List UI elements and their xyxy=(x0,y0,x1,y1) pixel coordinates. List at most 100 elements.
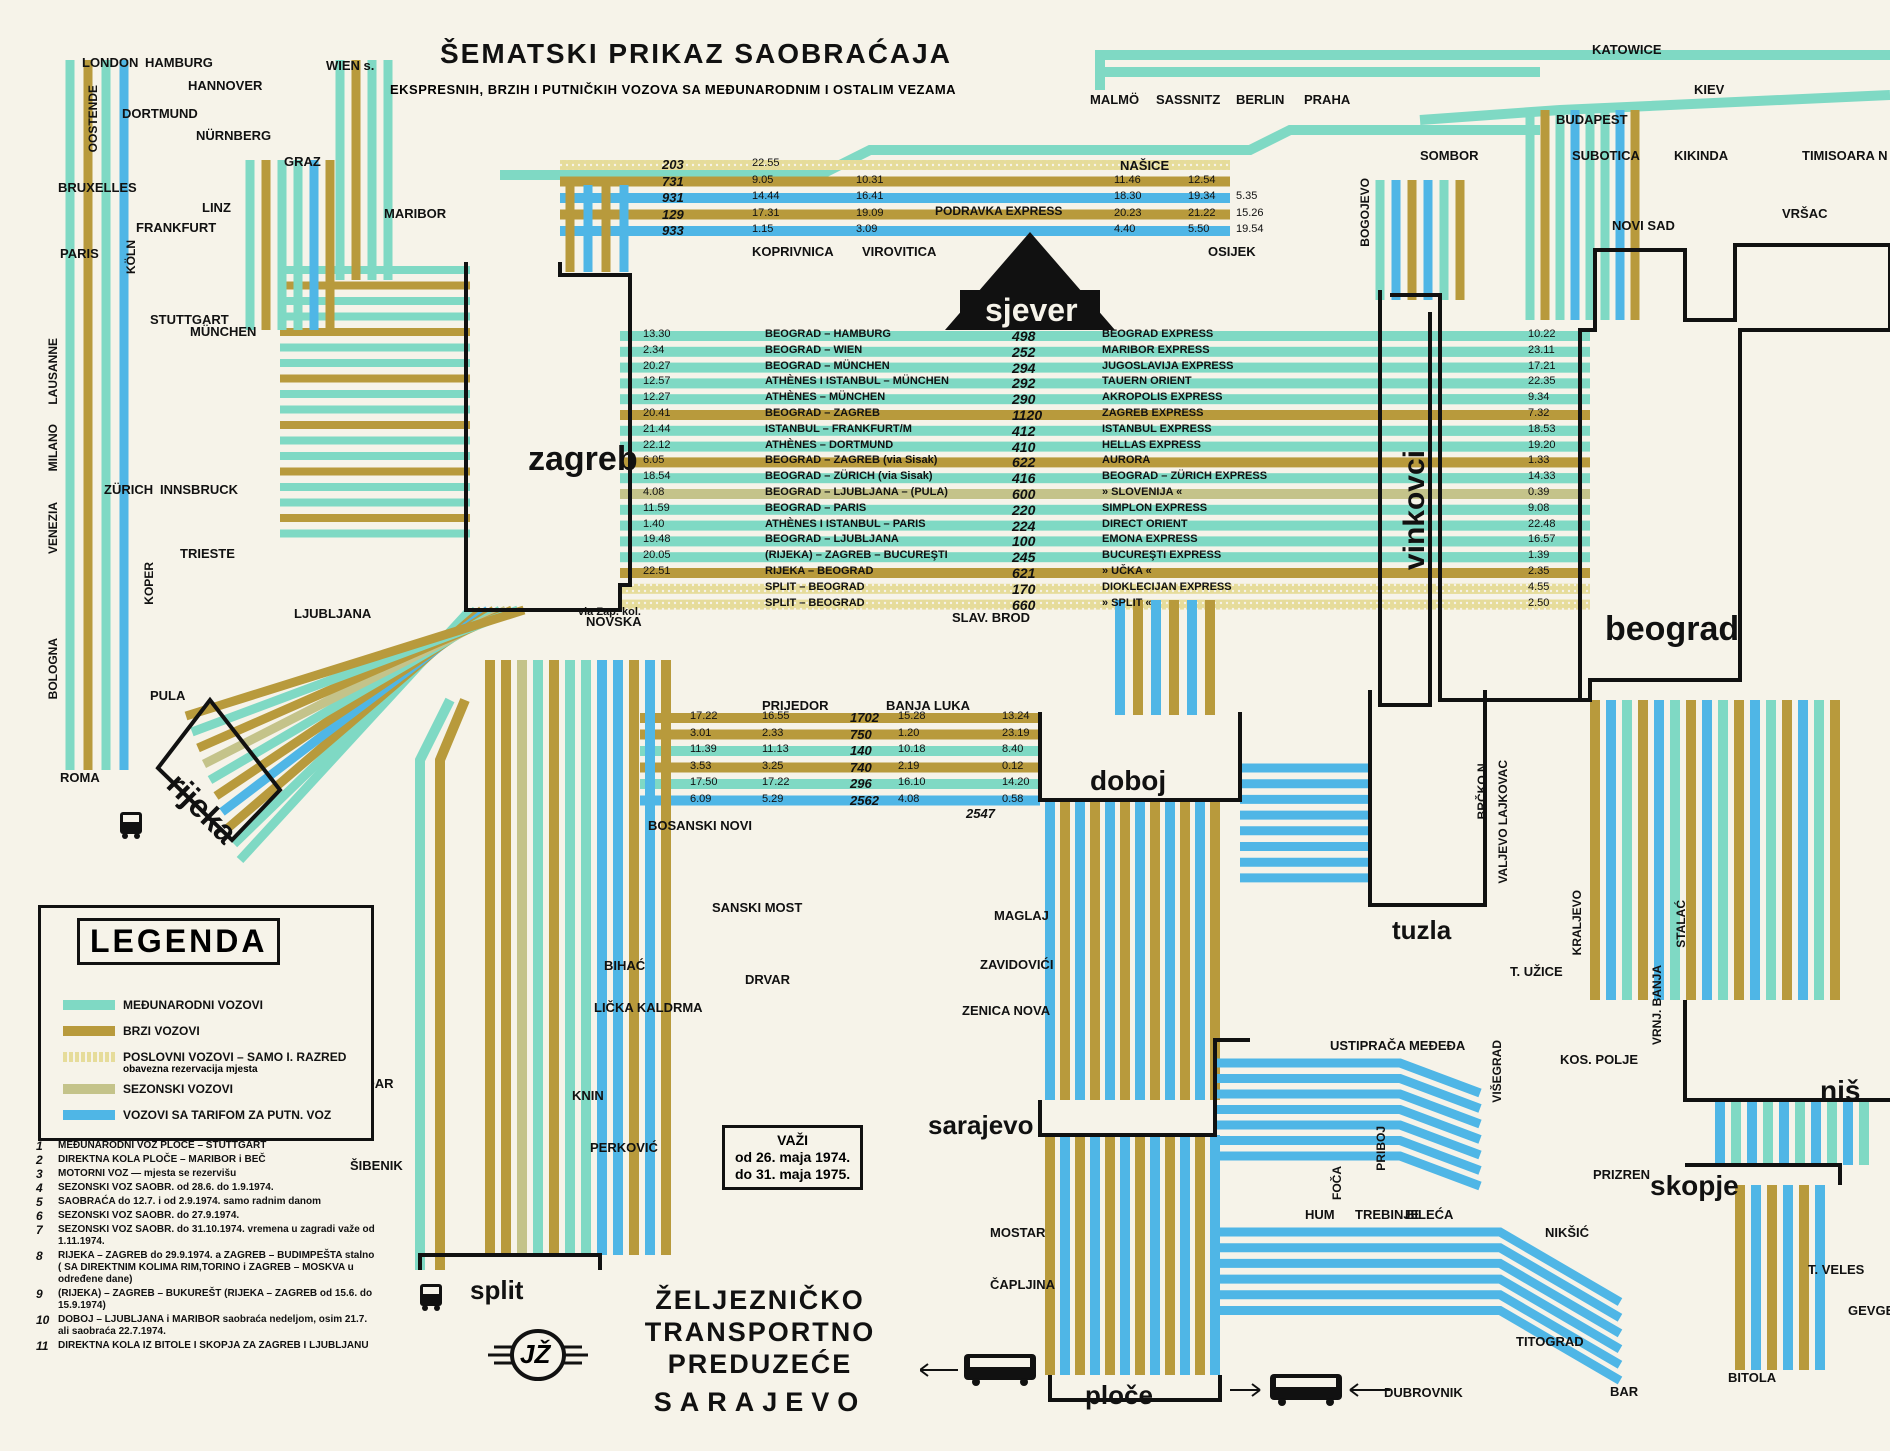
city-titograd[interactable]: TITOGRAD xyxy=(1516,1334,1584,1349)
city-timisoara[interactable]: TIMISOARA N xyxy=(1802,148,1888,163)
city-london[interactable]: LONDON xyxy=(82,55,139,70)
city-foca[interactable]: FOČA xyxy=(1330,1166,1344,1200)
city-milano[interactable]: MILANO xyxy=(46,424,60,472)
podravka-label: PODRAVKA EXPRESS xyxy=(935,204,1063,218)
city-tveles[interactable]: T. VELES xyxy=(1808,1262,1865,1277)
city-vrsac[interactable]: VRŠAC xyxy=(1782,206,1828,221)
hub-split[interactable]: split xyxy=(470,1275,524,1305)
city-roma[interactable]: ROMA xyxy=(60,770,100,785)
city-bileca[interactable]: BILEĆA xyxy=(1405,1207,1454,1222)
city-bosnovi[interactable]: BOSANSKI NOVI xyxy=(648,818,753,833)
hub-zagreb[interactable]: zagreb xyxy=(528,440,638,478)
city-oostende[interactable]: OOSTENDE xyxy=(86,85,100,153)
hub-nis[interactable]: niš xyxy=(1820,1075,1861,1106)
hub-beograd[interactable]: beograd xyxy=(1605,610,1740,648)
city-budapest[interactable]: BUDAPEST xyxy=(1556,112,1628,127)
city-sibenik[interactable]: ŠIBENIK xyxy=(350,1158,403,1173)
city-zurich[interactable]: ZÜRICH xyxy=(104,482,154,497)
city-gevgelija[interactable]: GEVGELI xyxy=(1848,1303,1890,1318)
city-ljubljana[interactable]: LJUBLJANA xyxy=(294,606,372,621)
city-zavidovici[interactable]: ZAVIDOVIĆI xyxy=(980,957,1054,972)
city-stalac[interactable]: STALAĆ xyxy=(1674,900,1688,948)
city-priboj[interactable]: PRIBOJ xyxy=(1374,1126,1388,1171)
city-paris[interactable]: PARIS xyxy=(60,246,99,261)
city-valjevo[interactable]: VALJEVO LAJKOVAC xyxy=(1496,760,1510,884)
main-line xyxy=(1440,425,1590,436)
city-munchen[interactable]: MÜNCHEN xyxy=(190,324,257,339)
city-bologna[interactable]: BOLOGNA xyxy=(46,638,60,700)
city-nurnberg[interactable]: NÜRNBERG xyxy=(196,128,272,143)
city-lickakaldrma[interactable]: LIČKA KALDRMA xyxy=(594,1000,703,1015)
city-kikinda[interactable]: KIKINDA xyxy=(1674,148,1729,163)
legend-sublabel: obavezna rezervacija mjesta xyxy=(123,1064,258,1075)
city-novska[interactable]: NOVSKA xyxy=(586,614,642,629)
hub-sarajevo[interactable]: sarajevo xyxy=(928,1110,1034,1140)
city-koprivnica[interactable]: KOPRIVNICA xyxy=(752,244,834,259)
hub-tuzla[interactable]: tuzla xyxy=(1392,915,1452,945)
city-niksic[interactable]: NIKŠIĆ xyxy=(1545,1225,1590,1240)
city-dortmund[interactable]: DORTMUND xyxy=(122,106,198,121)
city-brckon[interactable]: BRČKO N. xyxy=(1475,760,1489,820)
city-trebinje[interactable]: TREBINJE xyxy=(1355,1207,1420,1222)
city-kraljevo[interactable]: KRALJEVO xyxy=(1570,890,1584,956)
hub-ploce[interactable]: ploče xyxy=(1085,1380,1153,1410)
city-knin[interactable]: KNIN xyxy=(572,1088,604,1103)
city-maribor[interactable]: MARIBOR xyxy=(384,206,447,221)
city-kospolje[interactable]: KOS. POLJE xyxy=(1560,1052,1639,1067)
city-dubrovnik[interactable]: DUBROVNIK xyxy=(1384,1385,1463,1400)
city-banjaluka[interactable]: BANJA LUKA xyxy=(886,698,971,713)
city-hum[interactable]: HUM xyxy=(1305,1207,1335,1222)
city-bruxelles[interactable]: BRUXELLES xyxy=(58,180,137,195)
city-prijedor[interactable]: PRIJEDOR xyxy=(762,698,829,713)
city-pula[interactable]: PULA xyxy=(150,688,186,703)
city-mostar[interactable]: MOSTAR xyxy=(990,1225,1046,1240)
city-nasice[interactable]: NAŠICE xyxy=(1120,158,1170,173)
city-koper[interactable]: KOPER xyxy=(142,562,156,605)
city-prizren[interactable]: PRIZREN xyxy=(1593,1167,1651,1182)
city-vrnjbanja[interactable]: VRNJ. BANJA xyxy=(1650,965,1664,1046)
city-novisad[interactable]: NOVI SAD xyxy=(1612,218,1675,233)
city-wien[interactable]: WIEN s. xyxy=(326,58,375,73)
city-stuttgart[interactable]: STUTTGART xyxy=(150,312,229,327)
city-zenicanova[interactable]: ZENICA NOVA xyxy=(962,1003,1051,1018)
city-bitola[interactable]: BITOLA xyxy=(1728,1370,1777,1385)
hub-vinkovci[interactable]: vinkovci xyxy=(1398,450,1431,571)
city-bogojevo[interactable]: BOGOJEVO xyxy=(1358,178,1372,247)
city-subotica[interactable]: SUBOTICA xyxy=(1572,148,1640,163)
city-hamburg[interactable]: HAMBURG xyxy=(145,55,213,70)
city-bar[interactable]: BAR xyxy=(1610,1384,1639,1399)
city-sombor[interactable]: SOMBOR xyxy=(1420,148,1479,163)
city-slavbrod[interactable]: SLAV. BROD xyxy=(952,610,1031,625)
city-koln[interactable]: KÖLN xyxy=(124,240,138,274)
city-osijek[interactable]: OSIJEK xyxy=(1208,244,1256,259)
city-malmo[interactable]: MALMÖ xyxy=(1090,92,1140,107)
city-kiev[interactable]: KIEV xyxy=(1694,82,1725,97)
train-number: 416 xyxy=(1012,470,1036,487)
city-visegrad[interactable]: VIŠEGRAD xyxy=(1490,1040,1504,1103)
city-bihac[interactable]: BIHAĆ xyxy=(604,958,646,973)
hub-doboj[interactable]: doboj xyxy=(1090,765,1167,796)
city-trieste[interactable]: TRIESTE xyxy=(180,546,235,561)
city-ustiprača[interactable]: USTIPRAČA MEĐEĐA xyxy=(1330,1038,1466,1053)
city-lausanne[interactable]: LAUSANNE xyxy=(46,338,60,405)
city-berlin[interactable]: BERLIN xyxy=(1236,92,1285,107)
city-innsbruck[interactable]: INNSBRUCK xyxy=(160,482,238,497)
city-maglaj[interactable]: MAGLAJ xyxy=(994,908,1049,923)
city-graz[interactable]: GRAZ xyxy=(284,154,321,169)
city-virovitica[interactable]: VIROVITICA xyxy=(862,244,937,259)
city-linz[interactable]: LINZ xyxy=(202,200,231,215)
city-drvar[interactable]: DRVAR xyxy=(745,972,791,987)
city-perkovic[interactable]: PERKOVIĆ xyxy=(590,1140,658,1155)
city-katowice[interactable]: KATOWICE xyxy=(1592,42,1662,57)
city-sanskimost[interactable]: SANSKI MOST xyxy=(712,900,803,915)
city-venezia[interactable]: VENEZIA xyxy=(46,502,60,555)
departure-time: 6.05 xyxy=(643,454,665,467)
city-sassnitz[interactable]: SASSNITZ xyxy=(1156,92,1221,107)
city-capljina[interactable]: ČAPLJINA xyxy=(990,1277,1056,1292)
city-frankfurt[interactable]: FRANKFURT xyxy=(136,220,217,235)
city-praha[interactable]: PRAHA xyxy=(1304,92,1351,107)
city-hannover[interactable]: HANNOVER xyxy=(188,78,263,93)
hub-skopje[interactable]: skopje xyxy=(1650,1170,1739,1201)
city-tuzice[interactable]: T. UŽICE xyxy=(1510,964,1563,979)
split-hub-outline xyxy=(418,1253,602,1270)
